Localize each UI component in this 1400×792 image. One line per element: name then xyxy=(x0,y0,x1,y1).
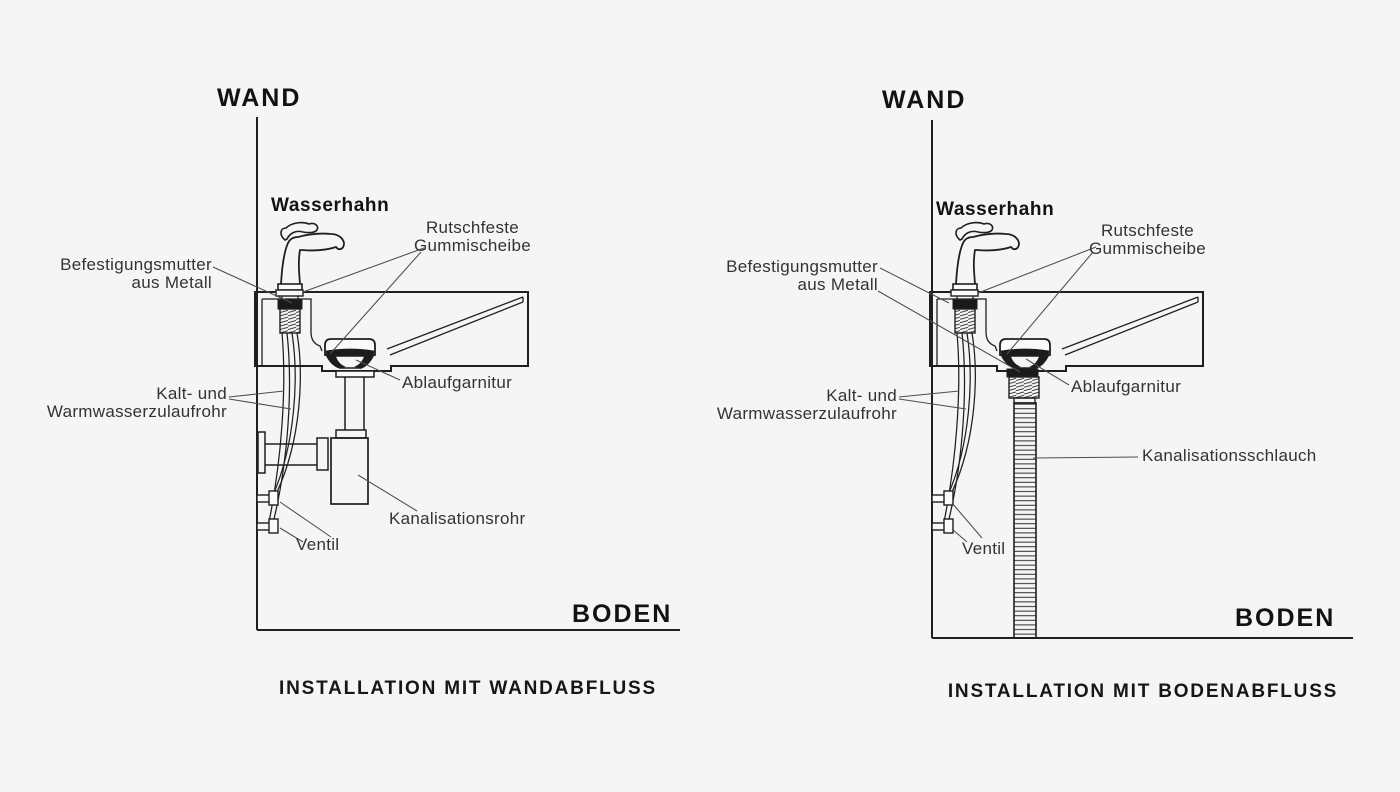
nut-label: Befestigungsmutter aus Metall xyxy=(60,255,212,292)
drain-label: Ablaufgarnitur xyxy=(1071,377,1182,396)
drain-mounting-nut xyxy=(1006,368,1039,378)
shutoff-valves xyxy=(256,490,279,534)
sink-counter xyxy=(254,291,529,372)
threaded-shank xyxy=(954,308,976,334)
threaded-shank xyxy=(279,308,301,334)
diagram-caption-left: INSTALLATION MIT WANDABFLUSS xyxy=(279,678,657,699)
sink-counter xyxy=(929,291,1204,372)
washer-label: Rutschfeste Gummischeibe xyxy=(414,218,531,255)
shutoff-valves xyxy=(931,490,954,534)
mounting-nut xyxy=(277,299,303,310)
waste-hose-label: Kanalisationsschlauch xyxy=(1142,446,1317,465)
rubber-washer-faucet xyxy=(275,289,304,297)
nut-label: Befestigungsmutter aus Metall xyxy=(726,257,878,294)
supply-label: Kalt- und Warmwasserzulaufrohr xyxy=(716,386,897,423)
supply-label: Kalt- und Warmwasserzulaufrohr xyxy=(46,384,227,421)
wall-outlet-flange xyxy=(257,431,266,474)
mounting-nut xyxy=(952,299,978,310)
trap-body xyxy=(330,437,369,505)
faucet-drawing xyxy=(950,221,1020,334)
drain-label: Ablaufgarnitur xyxy=(402,373,513,392)
wall-label: WAND xyxy=(217,84,302,112)
rubber-washer-drain xyxy=(1000,348,1050,357)
valve-knob xyxy=(943,518,954,534)
valve-knob xyxy=(268,518,279,534)
floor-label: BODEN xyxy=(1235,604,1336,632)
waste-pipe-label: Kanalisationsrohr xyxy=(389,509,526,528)
drain-fitting xyxy=(999,338,1051,404)
valve-label: Ventil xyxy=(962,539,1006,558)
diagram-caption-right: INSTALLATION MIT BODENABFLUSS xyxy=(947,681,1339,702)
faucet-lever-handle xyxy=(955,221,994,241)
faucet-lever-handle xyxy=(280,221,319,241)
faucet-base xyxy=(277,283,303,291)
faucet-base xyxy=(952,283,978,291)
faucet-label: Wasserhahn xyxy=(271,195,390,216)
faucet-label: Wasserhahn xyxy=(936,199,1055,220)
drain-trap xyxy=(257,370,375,505)
wall-drain-diagram xyxy=(212,117,680,631)
valve-label: Ventil xyxy=(296,535,340,554)
floor-label: BODEN xyxy=(572,600,673,628)
valve-knob xyxy=(268,490,279,506)
floor-drain-diagram xyxy=(877,120,1353,639)
drain-threaded-section xyxy=(1008,376,1040,399)
valve-knob xyxy=(943,490,954,506)
faucet-drawing xyxy=(275,221,345,334)
rubber-washer-faucet xyxy=(950,289,979,297)
corrugated-drain-hose xyxy=(1013,402,1037,639)
wall-label: WAND xyxy=(882,86,967,114)
leader-lines-left xyxy=(212,247,425,543)
washer-label: Rutschfeste Gummischeibe xyxy=(1089,221,1206,258)
leader-lines-right xyxy=(877,246,1139,543)
drain-fitting xyxy=(324,338,376,369)
